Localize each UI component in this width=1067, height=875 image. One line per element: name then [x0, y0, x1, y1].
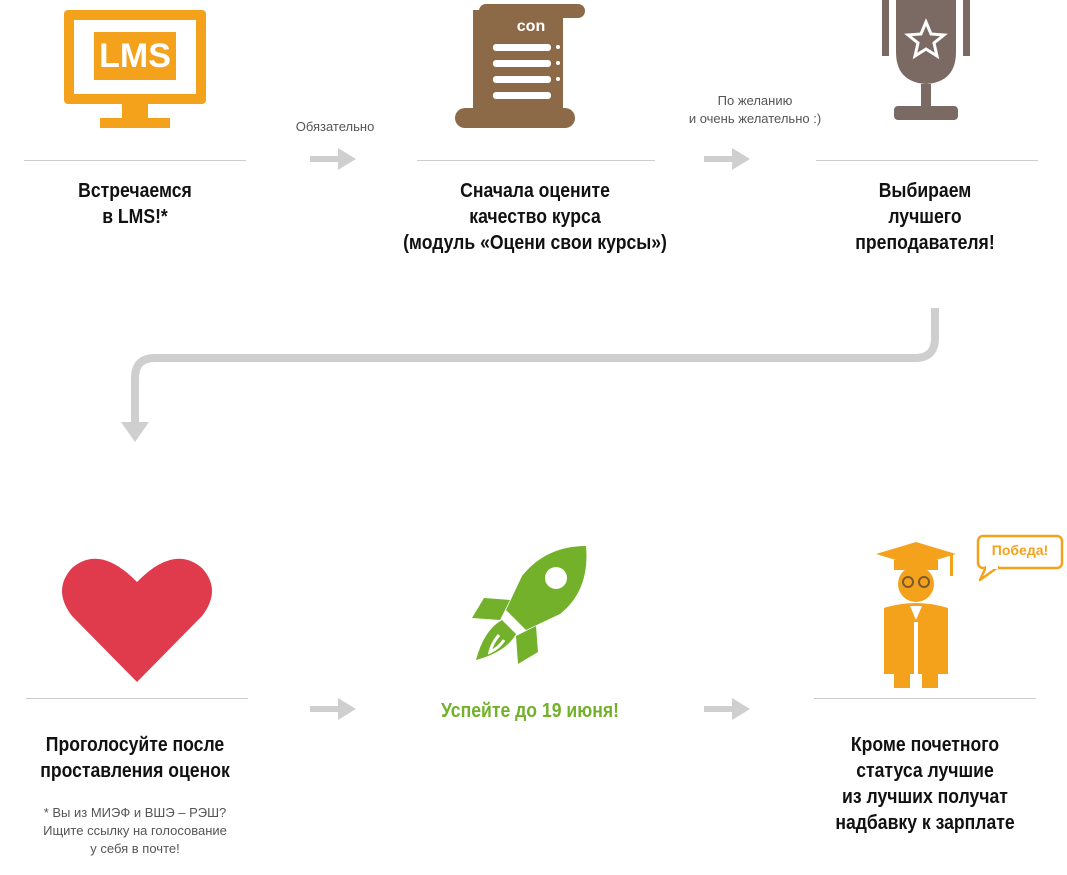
divider — [24, 160, 246, 161]
rocket-icon — [466, 540, 596, 670]
divider — [26, 698, 248, 699]
divider — [816, 160, 1038, 161]
heart-icon — [62, 554, 212, 684]
step1-title: Встречаемся в LMS!* — [78, 180, 192, 228]
step-deadline: Успейте до 19 июня! — [380, 540, 680, 740]
arrow-right-icon — [704, 698, 752, 720]
deadline-label: Успейте до 19 июня! — [440, 700, 620, 722]
victory-bubble-text: Победа! — [991, 542, 1049, 558]
connector1-label: Обязательно — [295, 119, 375, 134]
step-course-evaluation: con Сначала оцените качество курса (моду… — [355, 0, 715, 300]
trophy-icon — [876, 0, 976, 128]
arrow-right-icon — [310, 148, 358, 170]
step4-note: * Вы из МИЭФ и ВШЭ – РЭШ? Ищите ссылку н… — [43, 805, 227, 856]
step6-title: Кроме почетного статуса лучшие из лучших… — [835, 734, 1015, 834]
monitor-icon: LMS — [60, 6, 210, 136]
arrow-right-icon — [704, 148, 752, 170]
connector2-label: По желанию и очень желательно :) — [688, 93, 822, 126]
step-choose-teacher: Выбираем лучшего преподавателя! — [810, 0, 1040, 300]
victory-bubble: Победа! — [976, 534, 1066, 584]
divider — [814, 698, 1036, 699]
step-vote: Проголосуйте после проставления оценок *… — [0, 480, 270, 875]
scroll-icon: con — [455, 4, 585, 132]
monitor-label: LMS — [94, 32, 176, 80]
step3-title: Выбираем лучшего преподавателя! — [855, 180, 995, 254]
divider — [417, 160, 655, 161]
step4-title: Проголосуйте после проставления оценок — [40, 734, 230, 782]
elbow-arrow-icon — [110, 308, 960, 448]
step-reward: Победа! Кроме почетного статуса лучшие и… — [790, 480, 1064, 875]
graduate-icon — [876, 542, 956, 690]
step-lms: LMS Встречаемся в LMS!* — [20, 0, 250, 300]
scroll-label: con — [516, 18, 546, 35]
step2-title: Сначала оцените качество курса (модуль «… — [403, 180, 667, 254]
arrow-right-icon — [310, 698, 358, 720]
